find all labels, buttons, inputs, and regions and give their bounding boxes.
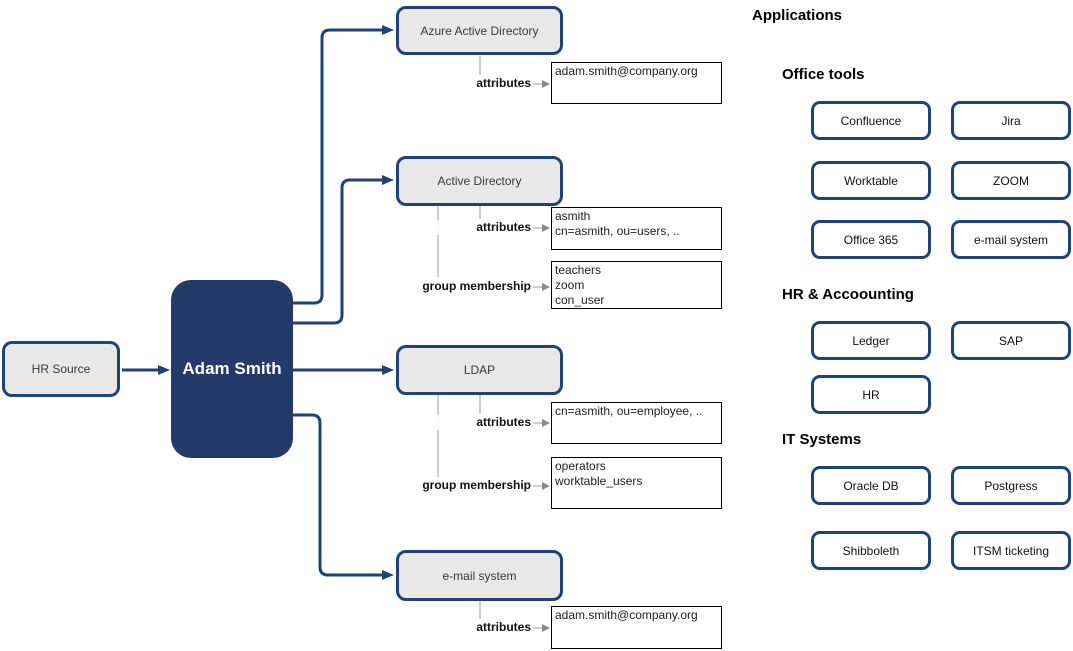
ad-attribute-value: cn=asmith, ou=users, ..	[555, 224, 680, 238]
arrow-adam-to-email	[293, 413, 394, 580]
app-sap: SAP	[951, 321, 1071, 360]
node-ldap-label: LDAP	[463, 363, 496, 377]
ldap-attribute-value: cn=asmith, ou=employee, ..	[555, 404, 703, 418]
ldap-groups-box: operators worktable_users	[551, 457, 722, 509]
azure-attribute-value: adam.smith@company.org	[555, 64, 698, 78]
app-hr: HR	[811, 375, 931, 414]
node-hr-source: HR Source	[2, 341, 120, 397]
app-email-system-label: e-mail system	[973, 232, 1048, 247]
azure-attributes-box: adam.smith@company.org	[551, 62, 722, 104]
section-title-hr-accounting: HR & Accoounting	[782, 286, 914, 303]
node-ldap: LDAP	[396, 345, 563, 395]
ldap-attributes-box: cn=asmith, ou=employee, ..	[551, 402, 722, 444]
arrow-adam-to-azure-ad	[293, 25, 394, 305]
ad-attribute-value: asmith	[555, 209, 591, 223]
app-zoom: ZOOM	[951, 161, 1071, 200]
app-email-system: e-mail system	[951, 220, 1071, 259]
app-jira-label: Jira	[1001, 113, 1021, 128]
app-itsm-ticketing: ITSM ticketing	[951, 531, 1071, 570]
node-email-system: e-mail system	[396, 550, 563, 601]
edge-label-azure-attributes: attributes	[431, 76, 531, 91]
email-attributes-box: adam.smith@company.org	[551, 606, 722, 649]
app-shibboleth: Shibboleth	[811, 531, 931, 570]
ad-groups-box: teachers zoom con_user	[551, 261, 722, 309]
app-oracle-db: Oracle DB	[811, 466, 931, 505]
edge-label-email-attributes: attributes	[431, 620, 531, 635]
app-postgress-label: Postgress	[984, 478, 1038, 493]
ad-attributes-box: asmith cn=asmith, ou=users, ..	[551, 207, 722, 250]
edge-label-ldap-attributes: attributes	[431, 415, 531, 430]
node-azure-active-directory: Azure Active Directory	[396, 6, 563, 55]
app-itsm-ticketing-label: ITSM ticketing	[972, 543, 1050, 558]
app-confluence: Confluence	[811, 101, 931, 140]
app-office-365-label: Office 365	[843, 232, 899, 247]
app-confluence-label: Confluence	[840, 113, 902, 128]
ad-group-value: con_user	[555, 293, 605, 307]
app-worktable-label: Worktable	[844, 173, 898, 188]
app-hr-label: HR	[862, 387, 880, 402]
node-active-directory: Active Directory	[396, 156, 563, 206]
app-sap-label: SAP	[998, 333, 1023, 348]
node-hr-source-label: HR Source	[31, 362, 91, 376]
edge-label-ad-attributes: attributes	[431, 220, 531, 235]
edge-label-ad-group-membership: group membership	[391, 279, 531, 294]
node-adam-smith: Adam Smith	[171, 280, 293, 458]
app-oracle-db-label: Oracle DB	[843, 478, 899, 493]
node-active-directory-label: Active Directory	[437, 174, 522, 188]
app-jira: Jira	[951, 101, 1071, 140]
ad-group-value: teachers	[555, 263, 602, 277]
email-attribute-value: adam.smith@company.org	[555, 608, 698, 622]
app-ledger-label: Ledger	[852, 333, 890, 348]
ldap-group-value: operators	[555, 459, 606, 473]
app-office-365: Office 365	[811, 220, 931, 259]
section-title-office-tools: Office tools	[782, 66, 865, 83]
ldap-group-value: worktable_users	[555, 474, 643, 488]
app-shibboleth-label: Shibboleth	[842, 543, 900, 558]
app-postgress: Postgress	[951, 466, 1071, 505]
section-title-it-systems: IT Systems	[782, 431, 862, 448]
node-email-system-label: e-mail system	[442, 568, 517, 583]
app-worktable: Worktable	[811, 161, 931, 200]
arrow-adam-to-active-directory	[293, 175, 394, 325]
app-ledger: Ledger	[811, 321, 931, 360]
applications-panel-title: Applications	[752, 7, 843, 24]
edge-label-ldap-group-membership: group membership	[391, 478, 531, 493]
node-azure-active-directory-label: Azure Active Directory	[420, 23, 539, 38]
node-adam-smith-label: Adam Smith	[182, 359, 282, 378]
app-zoom-label: ZOOM	[993, 173, 1029, 188]
ad-group-value: zoom	[555, 278, 585, 292]
